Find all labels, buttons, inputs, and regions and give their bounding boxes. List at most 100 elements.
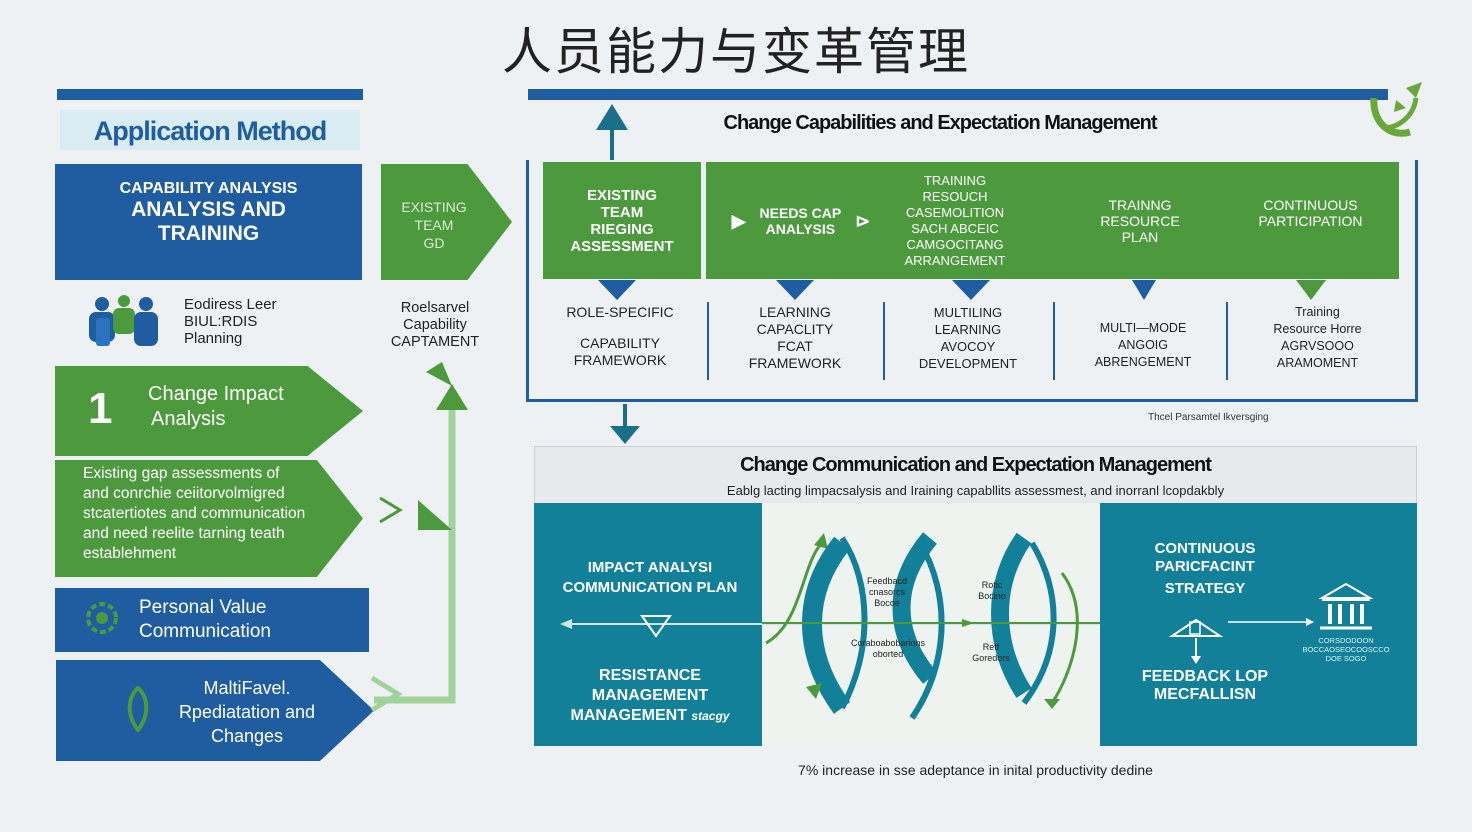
- right-bottom-label: Retf Goredors: [960, 642, 1022, 664]
- gap-line: and need reelite tarning teath: [83, 525, 285, 542]
- team-line: GD: [423, 235, 445, 251]
- people-text: Eodiress Leer BIUL:RDIS Planning: [184, 296, 304, 347]
- globe-icon: [86, 602, 118, 634]
- gap-line: and conrchie ceiitorvolmigred: [83, 485, 285, 502]
- step-line: TRAINNG: [1108, 196, 1172, 213]
- existing-gap-block: Existing gap assessments of and conrchie…: [55, 460, 363, 577]
- fb-line: Bocoe: [874, 598, 900, 608]
- feedback-loop-text: FEEDBACK LOP MECFALLISN: [1120, 668, 1290, 704]
- sub-role-specific: ROLE-SPECIFIC CAPABILITY FRAMEWORK: [545, 304, 695, 369]
- sub-training-resource: Training Resource Horre AGRVSOOO ARAMOME…: [1240, 304, 1395, 372]
- sub-line: MULTI—MODE: [1099, 321, 1187, 335]
- page-title: 人员能力与变革管理: [502, 23, 970, 81]
- gap-line: establehment: [83, 545, 177, 562]
- feedback-label: Feedbacd cnasorcs Bocoe: [852, 576, 922, 609]
- sub-line: LEARNING: [934, 322, 1002, 337]
- sub-multiling: MULTILING LEARNING AVOCOY DEVELOPMENT: [893, 304, 1043, 372]
- team-line: EXISTING: [401, 199, 467, 215]
- multilevel-text: MaltiFavel. Rpediatation and Changes: [172, 676, 322, 748]
- step-line: PLAN: [1121, 228, 1159, 245]
- ia-line: COMMUNICATION PLAN: [562, 579, 738, 596]
- step-line: ASSESSMENT: [570, 237, 674, 255]
- people-text-line: Planning: [184, 330, 243, 347]
- ml-line: Rpediatation and: [178, 702, 316, 722]
- people-text-line: BIUL:RDIS: [184, 313, 258, 330]
- sub-line: Training: [1295, 305, 1340, 319]
- sub-line: Resource Horre: [1273, 322, 1362, 336]
- capability-line1: CAPABILITY ANALYSIS: [119, 180, 298, 197]
- step-line: CONTINUOUS: [1263, 196, 1358, 213]
- sub-line: ABRENGEMENT: [1094, 355, 1192, 369]
- cp-line: CONTINUOUS: [1154, 540, 1256, 557]
- rt-line: Bocino: [978, 591, 1006, 601]
- fb-line: Feedbacd: [866, 576, 908, 586]
- feedback-arrow-icon: [1168, 618, 1314, 664]
- collab-label: Coraboabobarions oborted: [836, 638, 940, 660]
- sub-line: FCAT: [777, 338, 813, 354]
- impact-communication-text: IMPACT ANALYSI COMMUNICATION PLAN: [540, 558, 760, 598]
- col-line: oborted: [872, 649, 904, 659]
- bank-building-icon: [1318, 582, 1374, 630]
- change-impact-block: [55, 366, 363, 456]
- sub-line: CAPABILITY: [580, 335, 660, 351]
- fbl-line: MECFALLISN: [1153, 686, 1257, 703]
- top-panel-bar: [528, 89, 1388, 100]
- sub-learning: LEARNING CAPACLITY FCAT FRAMEWORK: [720, 304, 870, 372]
- col-line: Coraboabobarions: [850, 638, 926, 648]
- top-panel-caption: Thcel Parsamtel Ikversging: [1148, 412, 1269, 423]
- bank-line: BOCCAOSEOCOOSCCO: [1302, 645, 1390, 654]
- role-line: CAPTAMENT: [390, 334, 480, 350]
- role-line: Roelsarvel: [400, 300, 470, 316]
- sub-line: FRAMEWORK: [748, 355, 842, 371]
- separator: [883, 302, 885, 380]
- rm-line: MANAGEMENT: [591, 687, 709, 704]
- step-training-resource: TRAINING RESOUCH CASEMOLITION SACH ABCEI…: [855, 162, 1075, 279]
- separator: [1053, 302, 1055, 380]
- leaf-logo-icon: [1370, 82, 1422, 137]
- sub-line: AVOCOY: [940, 339, 996, 354]
- impact-text: Change Impact Analysis: [148, 382, 284, 432]
- sub-line: [545, 321, 695, 335]
- connector-arrows: [370, 104, 640, 713]
- fbl-line: FEEDBACK LOP: [1141, 668, 1269, 685]
- pv-line: Communication: [139, 621, 271, 642]
- step-line: RIEGING: [590, 220, 654, 238]
- step-existing-team: EXISTING TEAM RIEGING ASSESSMENT: [543, 162, 701, 279]
- left-top-bar: [57, 89, 363, 100]
- step-line: SACH ABCEIC: [911, 220, 999, 236]
- sub-line: [1068, 304, 1218, 320]
- step-line: TRAINING: [923, 172, 987, 188]
- sub-line: FRAMEWORK: [573, 352, 667, 368]
- chevron-right-icon: ⊳: [855, 210, 871, 231]
- cp-line: STRATEGY: [1164, 580, 1246, 597]
- rm-line: RESISTANCE: [599, 667, 701, 684]
- step-line: NEEDS CAP: [759, 204, 842, 221]
- sub-line: AGRVSOOO: [1281, 339, 1354, 353]
- bottom-panel-title: Change Communication and Expectation Man…: [740, 454, 1212, 476]
- sub-line: DEVELOPMENT: [918, 356, 1018, 371]
- step-line: ANALYSIS: [765, 220, 836, 237]
- people-group-icon: [89, 295, 158, 346]
- team-line: TEAM: [414, 217, 454, 233]
- capability-analysis-block: CAPABILITY ANALYSIS ANALYSIS AND TRAININ…: [55, 164, 362, 280]
- leaf-icon: [127, 686, 149, 732]
- sub-line: CAPACLITY: [756, 321, 834, 337]
- bank-line: CORSDODOON: [1318, 636, 1374, 645]
- cp-line: PARICFACINT: [1155, 558, 1255, 575]
- people-text-line: Eodiress Leer: [184, 296, 277, 313]
- sub-line: LEARNING: [759, 304, 831, 320]
- sub-multi-mode: MULTI—MODE ANGOIG ABRENGEMENT: [1068, 304, 1218, 371]
- role-capability-text: Roelsarvel Capability CAPTAMENT: [380, 300, 490, 351]
- capability-line3: TRAINING: [157, 222, 260, 245]
- step-line: CAMGOCITANG: [906, 236, 1004, 252]
- rb-line: Goredors: [972, 653, 1010, 663]
- step-line: ARRANGEMENT: [904, 252, 1006, 268]
- step-line: RESOUCH: [922, 188, 988, 204]
- bottom-panel-subtitle: Eablg lacting limpacsalysis and Iraining…: [726, 483, 1225, 498]
- top-panel-frame: [526, 160, 1418, 402]
- impact-line: Analysis: [151, 408, 226, 430]
- bottom-right-teal: [1100, 503, 1417, 746]
- step-line: EXISTING: [586, 186, 657, 204]
- application-method-heading: Application Method: [60, 110, 360, 150]
- right-top-label: Rotic Bocino: [962, 580, 1022, 602]
